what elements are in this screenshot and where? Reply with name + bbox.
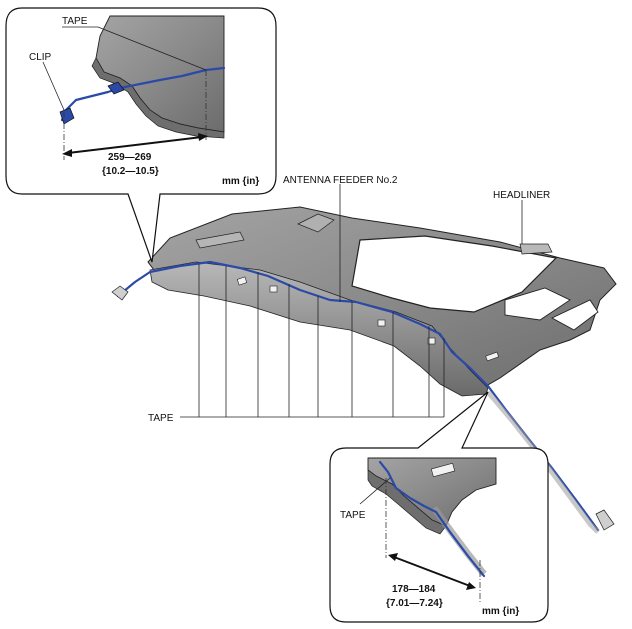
label-antenna-feeder: ANTENNA FEEDER No.2	[283, 175, 398, 186]
dim-top-in: {10.2—10.5}	[102, 166, 159, 177]
label-tape-main: TAPE	[148, 413, 174, 424]
handle-bracket-right	[519, 243, 553, 255]
clip-connector-main	[111, 285, 129, 301]
clip-icon	[59, 107, 75, 125]
label-clip: CLIP	[29, 52, 52, 63]
dome-light-mount	[297, 213, 335, 233]
callout-bottom-harness	[378, 460, 486, 578]
feeder-cable-casing	[486, 390, 600, 534]
label-tape-top: TAPE	[62, 16, 88, 27]
callout-top: TAPE CLIP 259—269 {10.2—10.5} mm {in}	[5, 7, 277, 263]
label-tape-bottom: TAPE	[340, 510, 366, 521]
rear-opening-2	[551, 299, 599, 331]
lip-cutout-5	[485, 351, 500, 362]
callout-connector	[107, 81, 125, 95]
leader-clip	[42, 61, 65, 111]
leader-tape-top	[97, 26, 207, 71]
headliner-front-lip	[149, 261, 489, 397]
unit-top: mm {in}	[222, 176, 259, 187]
rear-opening-1	[504, 287, 571, 321]
dimension-arrow-bottom	[393, 556, 471, 587]
tape-leaders	[180, 264, 445, 418]
dim-bottom-mm: 178—184	[392, 584, 436, 595]
label-headliner: HEADLINER	[493, 190, 550, 201]
lip-cutout-3	[377, 319, 386, 327]
dimension-arrow-top	[67, 136, 203, 154]
dim-top-mm: 259—269	[108, 152, 152, 163]
lip-cutout-2	[269, 285, 278, 293]
visor-bracket-left	[195, 231, 245, 249]
leader-tape-bottom	[359, 477, 391, 505]
callout-bottom-cutout	[430, 462, 456, 478]
unit-bottom: mm {in}	[482, 606, 519, 617]
rear-connector	[595, 509, 615, 531]
sunroof-opening	[351, 235, 558, 313]
lip-cutout-4	[427, 337, 436, 345]
headliner-main	[111, 206, 617, 534]
lip-cutout-1	[236, 276, 248, 286]
dim-bottom-in: {7.01—7.24}	[386, 598, 443, 609]
callout-bottom: TAPE 178—184 {7.01—7.24} mm {in}	[329, 391, 549, 623]
